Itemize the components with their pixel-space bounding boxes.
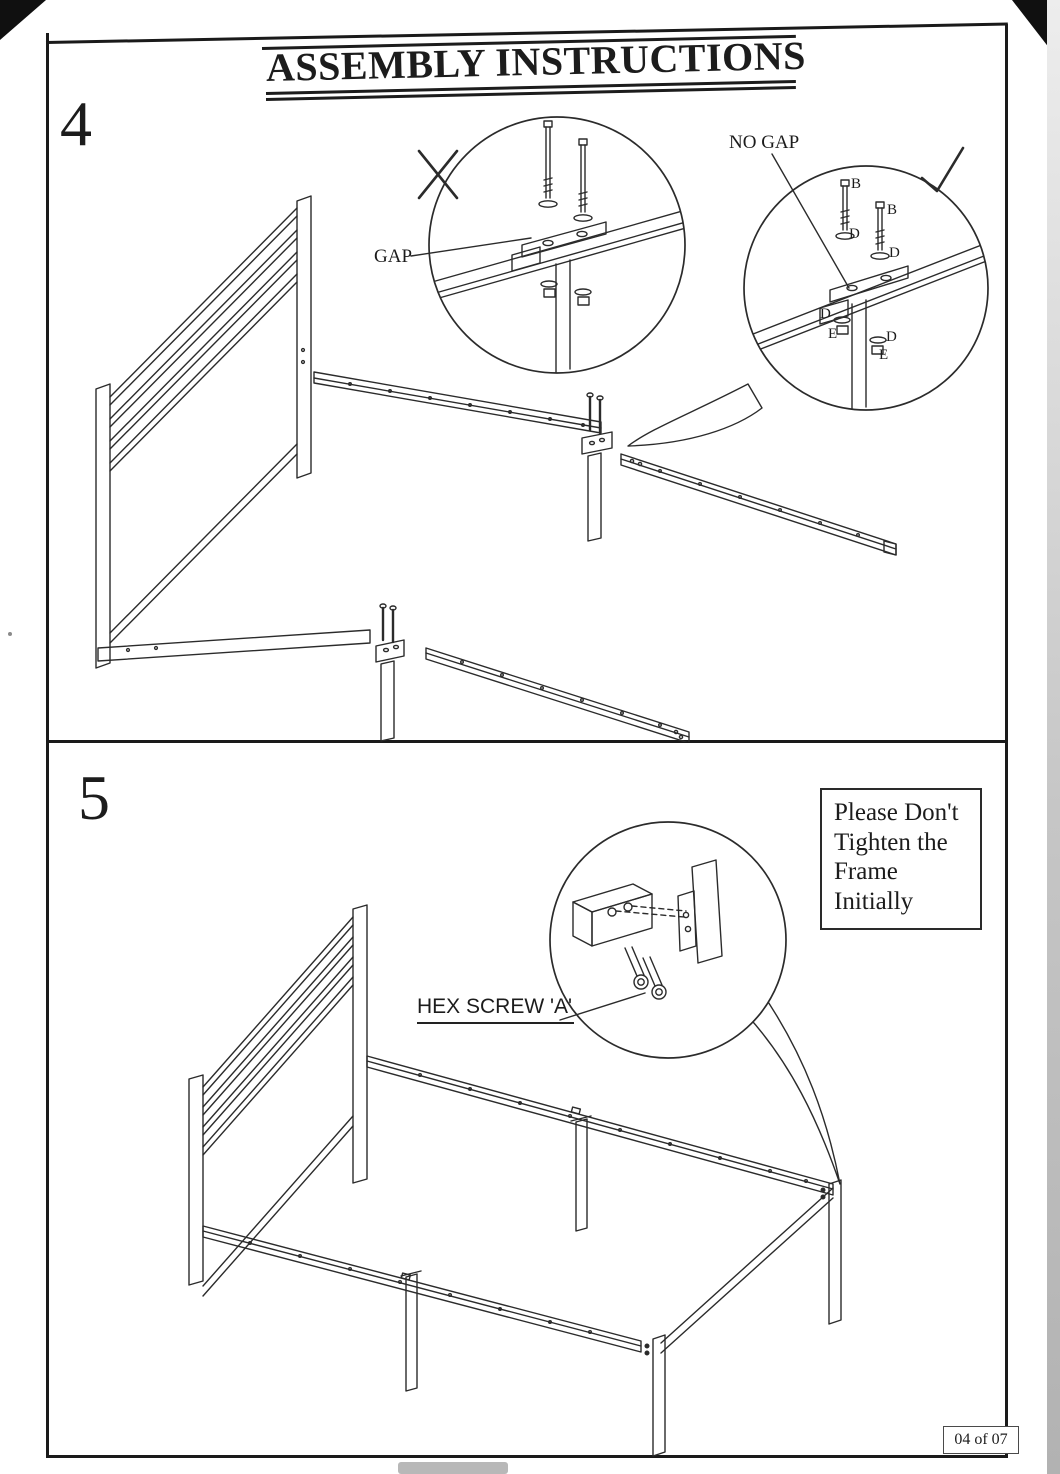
page-number-box: 04 of 07 bbox=[943, 1426, 1019, 1454]
note-line-2: Tighten the bbox=[834, 828, 948, 856]
bracket-assembly-upper bbox=[581, 392, 613, 542]
scan-artifact-dot bbox=[8, 632, 12, 636]
magnifier-circle-hex-screw bbox=[549, 821, 787, 1059]
part-label-d-1: D bbox=[849, 226, 860, 242]
no-gap-leader-line bbox=[771, 153, 850, 289]
step-4-illustration bbox=[95, 116, 989, 742]
step-5-illustration bbox=[188, 821, 842, 1457]
hex-screw-label: HEX SCREW 'A' bbox=[417, 995, 575, 1024]
part-label-e-2: E bbox=[879, 347, 889, 363]
callout-tail-2 bbox=[745, 989, 841, 1185]
part-label-d-3: D bbox=[820, 306, 831, 322]
page-border-bottom bbox=[46, 1455, 1008, 1458]
scan-artifact-edge bbox=[1047, 0, 1060, 1474]
gap-leader-line bbox=[410, 237, 532, 257]
section-divider bbox=[49, 740, 1005, 743]
headboard-drawing bbox=[95, 195, 371, 669]
note-line-3: Frame bbox=[834, 858, 898, 885]
part-label-e-1: E bbox=[828, 326, 838, 342]
x-mark-icon bbox=[417, 149, 459, 200]
part-label-d-4: D bbox=[886, 329, 897, 345]
part-label-d-2: D bbox=[889, 245, 900, 261]
scan-artifact-smudge bbox=[398, 1462, 508, 1474]
note-line-4: Initially bbox=[834, 887, 914, 915]
check-mark-icon bbox=[920, 146, 965, 193]
hex-screw-leader-line bbox=[559, 992, 646, 1021]
bracket-assembly-lower bbox=[375, 603, 405, 742]
magnifier-circle-correct bbox=[743, 146, 989, 411]
page-border-left bbox=[46, 33, 49, 1458]
callout-tail bbox=[627, 383, 763, 447]
bed-frame-rails bbox=[202, 1055, 834, 1354]
part-label-b-2: B bbox=[887, 202, 898, 218]
headboard-drawing-2 bbox=[188, 904, 368, 1297]
gap-label: GAP bbox=[374, 246, 413, 267]
magnifier-circle-wrong bbox=[417, 116, 686, 374]
step-4-number: 4 bbox=[60, 88, 92, 159]
note-line-1: Please Don't bbox=[834, 799, 959, 826]
side-rail-lower-right bbox=[425, 647, 690, 742]
note-box: Please Don't Tighten the Frame Initially bbox=[820, 788, 982, 930]
page-number: 04 of 07 bbox=[954, 1431, 1008, 1448]
side-rail-upper-right bbox=[620, 453, 897, 556]
part-label-b-1: B bbox=[851, 176, 862, 192]
step-5-number: 5 bbox=[78, 762, 110, 833]
no-gap-label: NO GAP bbox=[729, 132, 800, 153]
page-border-right bbox=[1005, 24, 1008, 1458]
bed-frame-legs bbox=[400, 1115, 842, 1457]
